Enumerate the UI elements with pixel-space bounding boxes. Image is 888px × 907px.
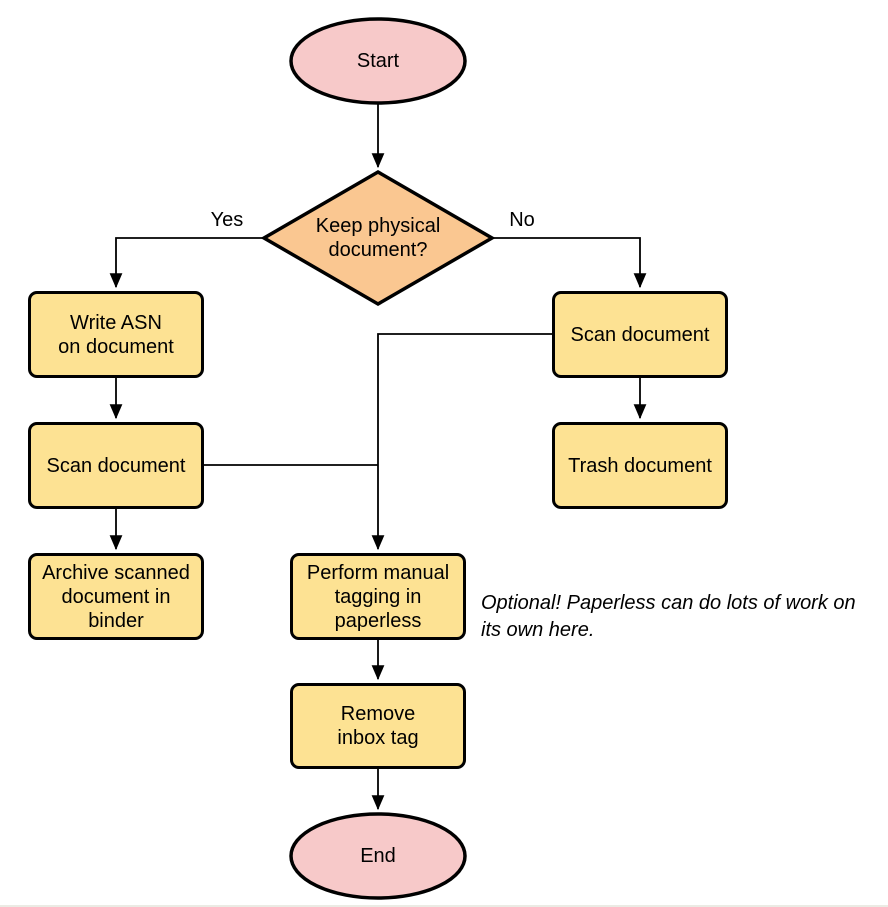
decision-node-label: Keep physical document? bbox=[315, 215, 441, 261]
edge-label-yes: Yes bbox=[210, 209, 244, 231]
start-node-label: Start bbox=[356, 50, 400, 72]
edge-decision-yes-to-write-asn bbox=[109, 237, 264, 289]
process-write-asn-label: Write ASN on document bbox=[58, 311, 174, 358]
page-bottom-edge bbox=[0, 905, 888, 907]
process-remove-inbox: Remove inbox tag bbox=[290, 683, 466, 769]
process-archive-label: Archive scanned document in binder bbox=[42, 561, 190, 632]
process-trash-label: Trash document bbox=[568, 454, 712, 477]
end-terminal-shape bbox=[289, 812, 467, 900]
edge-scan-right-to-tagging bbox=[371, 333, 552, 551]
process-write-asn: Write ASN on document bbox=[28, 291, 204, 378]
process-tagging-label: Perform manual tagging in paperless bbox=[306, 561, 450, 632]
process-scan-left-label: Scan document bbox=[46, 454, 186, 477]
edge-label-no: No bbox=[509, 209, 535, 231]
process-scan-right: Scan document bbox=[552, 291, 728, 378]
process-trash: Trash document bbox=[552, 422, 728, 509]
process-tagging: Perform manual tagging in paperless bbox=[290, 553, 466, 640]
optional-annotation: Optional! Paperless can do lots of work … bbox=[481, 592, 856, 641]
process-archive: Archive scanned document in binder bbox=[28, 553, 204, 640]
start-terminal-shape bbox=[289, 17, 467, 105]
process-remove-inbox-label: Remove inbox tag bbox=[337, 703, 419, 749]
decision-diamond-shape bbox=[260, 169, 496, 307]
edge-decision-no-to-scan-right bbox=[492, 237, 647, 289]
process-scan-left: Scan document bbox=[28, 422, 204, 509]
end-node-label: End bbox=[360, 845, 396, 867]
process-scan-right-label: Scan document bbox=[570, 323, 710, 346]
